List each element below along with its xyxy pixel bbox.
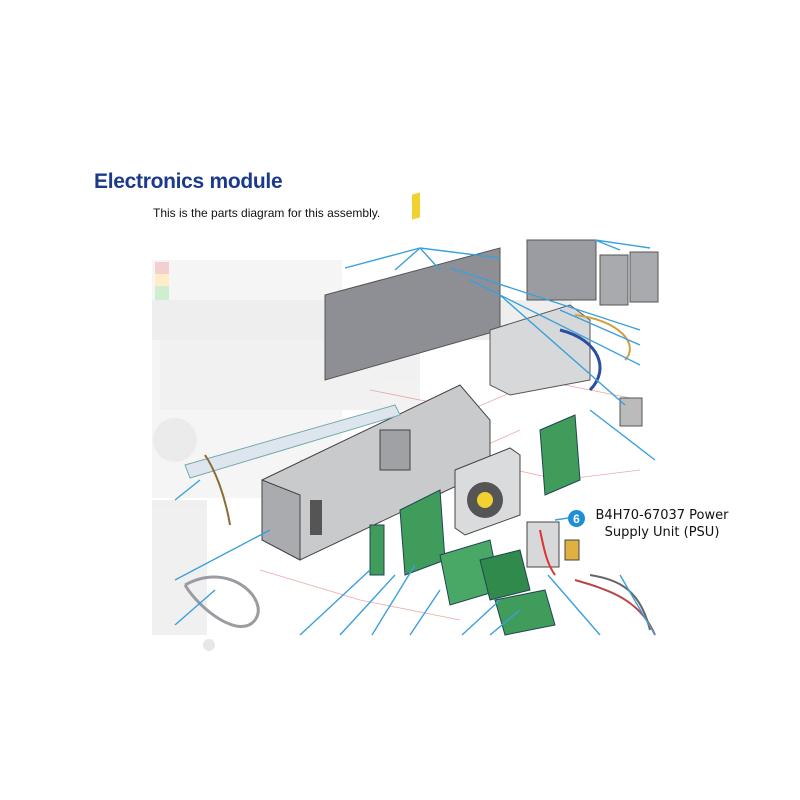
callout-part-number: B4H70-67037 Power [595, 508, 729, 523]
callout-number-badge[interactable]: 6 [568, 510, 585, 527]
page-subtitle: This is the parts diagram for this assem… [153, 206, 381, 220]
callout-label: B4H70-67037 Power Supply Unit (PSU) [592, 507, 732, 541]
rail [184, 404, 401, 526]
pcb-boards [369, 414, 581, 636]
cables [183, 574, 656, 636]
back-panels [324, 192, 659, 381]
page-title: Electronics module [94, 170, 283, 193]
psu-cable [526, 521, 580, 576]
callout-part-name: Supply Unit (PSU) [604, 525, 720, 540]
main-chassis [261, 384, 491, 561]
psu [454, 447, 521, 536]
leader-lines [174, 239, 656, 636]
